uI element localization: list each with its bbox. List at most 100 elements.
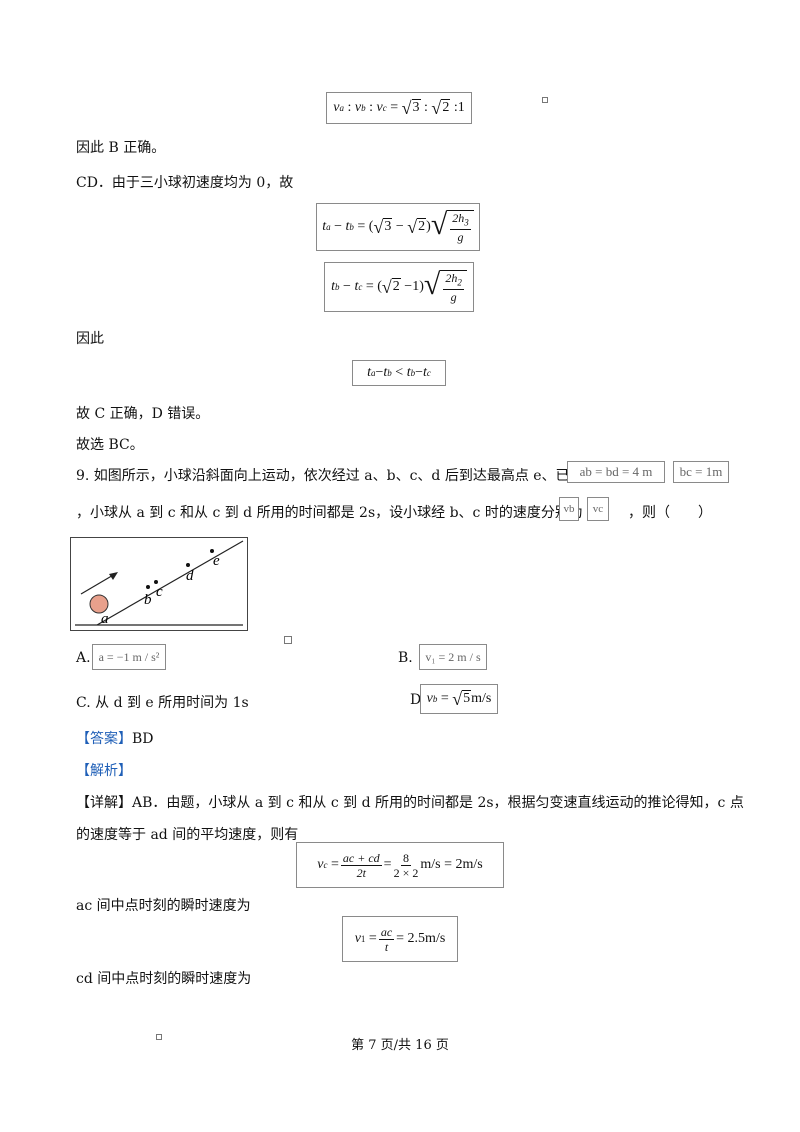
eq-sub: c: [323, 860, 328, 870]
eq-symbol: t: [331, 279, 336, 294]
text-ac-midpoint: ac 间中点时刻的瞬时速度为: [76, 898, 251, 914]
eq-sub: a: [339, 103, 345, 113]
denominator: g: [457, 230, 464, 245]
radicand: 2: [417, 218, 427, 234]
incline-svg: a b c d e: [75, 540, 244, 627]
analysis-tag: 【解析】: [76, 763, 132, 779]
eq-sub: b: [410, 368, 416, 378]
numerator: 2h: [452, 210, 465, 225]
inline-formula-vb: vb: [559, 497, 579, 521]
option-b-formula: v₁ = 2 m / s: [419, 644, 487, 670]
detail-line-2: 的速度等于 ad 间的平均速度，则有: [76, 827, 299, 843]
eq-sub: 1: [360, 934, 366, 944]
eq-symbol: t: [406, 365, 411, 380]
eq-symbol: t: [383, 365, 388, 380]
detail-text-1: AB．由题，小球从 a 到 c 和从 c 到 d 所用的时间都是 2s，根据匀变…: [132, 795, 744, 811]
label-c: c: [156, 584, 163, 600]
denominator: 2t: [356, 865, 366, 880]
eq-sub: c: [426, 368, 431, 378]
label-d: d: [186, 568, 194, 584]
point-b: [146, 585, 150, 589]
eq-symbol: t: [345, 219, 350, 234]
answer-line: 【答案】BD: [76, 728, 154, 748]
option-a-label: A.: [76, 650, 91, 666]
question-9-line2: ，小球从 a 到 c 和从 c 到 d 所用的时间都是 2s，设小球经 b、c …: [76, 505, 583, 521]
eq-sub: 3: [464, 217, 469, 228]
eq-result: m/s = 2m/s: [420, 857, 483, 872]
sqrt-2: √2: [407, 217, 427, 237]
numerator: 8: [400, 850, 411, 866]
incline-diagram: a b c d e: [70, 537, 248, 631]
page-footer: 第 7 页/共 16 页: [351, 1038, 449, 1053]
denominator: g: [450, 290, 457, 305]
answer-value: BD: [132, 731, 154, 747]
eq-sub: c: [382, 103, 387, 113]
eq-symbol: v: [376, 100, 383, 115]
inline-formula-vc: vc: [587, 497, 609, 521]
text-therefore: 因此: [76, 331, 104, 347]
label-e: e: [213, 553, 220, 569]
sqrt-3: √3: [401, 98, 421, 118]
eq-symbol: t: [423, 365, 427, 380]
eq-sub: b: [361, 103, 366, 113]
detail-line-1: 【详解】AB．由题，小球从 a 到 c 和从 c 到 d 所用的时间都是 2s，…: [76, 792, 744, 812]
option-a-formula: a = −1 m / s²: [92, 644, 166, 670]
eq-symbol: v: [354, 100, 362, 115]
eq-result: = 2.5m/s: [396, 931, 446, 946]
slope-line: [96, 540, 244, 626]
eq-sub: a: [371, 368, 376, 378]
arrow-head: [109, 572, 118, 580]
eq-sub: b: [387, 368, 392, 378]
radicand: 2: [391, 278, 401, 294]
point-d: [186, 563, 190, 567]
question-9-line1: 9. 如图所示，小球沿斜面向上运动，依次经过 a、b、c、d 后到达最高点 e、…: [76, 468, 584, 484]
point-e: [210, 549, 214, 553]
text-cd-intro: CD．由于三小球初速度均为 0，故: [76, 175, 294, 191]
option-b-label: B.: [398, 650, 413, 666]
direction-arrow: [80, 573, 116, 595]
detail-tag: 【详解】: [76, 795, 132, 811]
unit: m/s: [471, 691, 492, 706]
eq-sub: b: [349, 222, 354, 232]
radicand: 3: [383, 218, 393, 234]
eq-number: 1: [412, 279, 420, 294]
radicand: 2: [441, 99, 451, 115]
radicand: 3: [411, 99, 421, 115]
numerator: 2h: [445, 270, 458, 285]
eq-sub: 2: [457, 277, 462, 288]
numerator: ac + cd: [340, 850, 382, 866]
text-cd-midpoint: cd 间中点时刻的瞬时速度为: [76, 971, 252, 987]
sqrt-2: √2: [381, 277, 401, 297]
eq-symbol: v: [317, 857, 324, 872]
eq-operator: =: [437, 691, 453, 706]
sqrt-2: √2: [431, 98, 451, 118]
eq-symbol: v: [354, 931, 361, 946]
sqrt-5: √5: [452, 689, 472, 709]
label-b: b: [144, 592, 152, 608]
denominator: 2 × 2: [393, 865, 419, 880]
sqrt-3: √3: [373, 217, 393, 237]
question-9-line2-end: ，则（ ）: [628, 505, 712, 521]
ball: [89, 594, 109, 614]
inline-formula-ab-bd: ab = bd = 4 m: [567, 461, 665, 483]
eq-number: 1: [457, 100, 465, 115]
eq-symbol: t: [367, 365, 371, 380]
text-b-correct: 因此 B 正确。: [76, 140, 166, 156]
text-c-correct: 故 C 正确，D 错误。: [76, 406, 210, 422]
text-choose-bc: 故选 BC。: [76, 437, 144, 453]
eq-sub: b: [432, 694, 438, 704]
numerator: ac: [378, 924, 395, 940]
answer-tag: 【答案】: [76, 731, 132, 747]
page-marker: [542, 97, 548, 103]
eq-sub: c: [358, 282, 363, 292]
